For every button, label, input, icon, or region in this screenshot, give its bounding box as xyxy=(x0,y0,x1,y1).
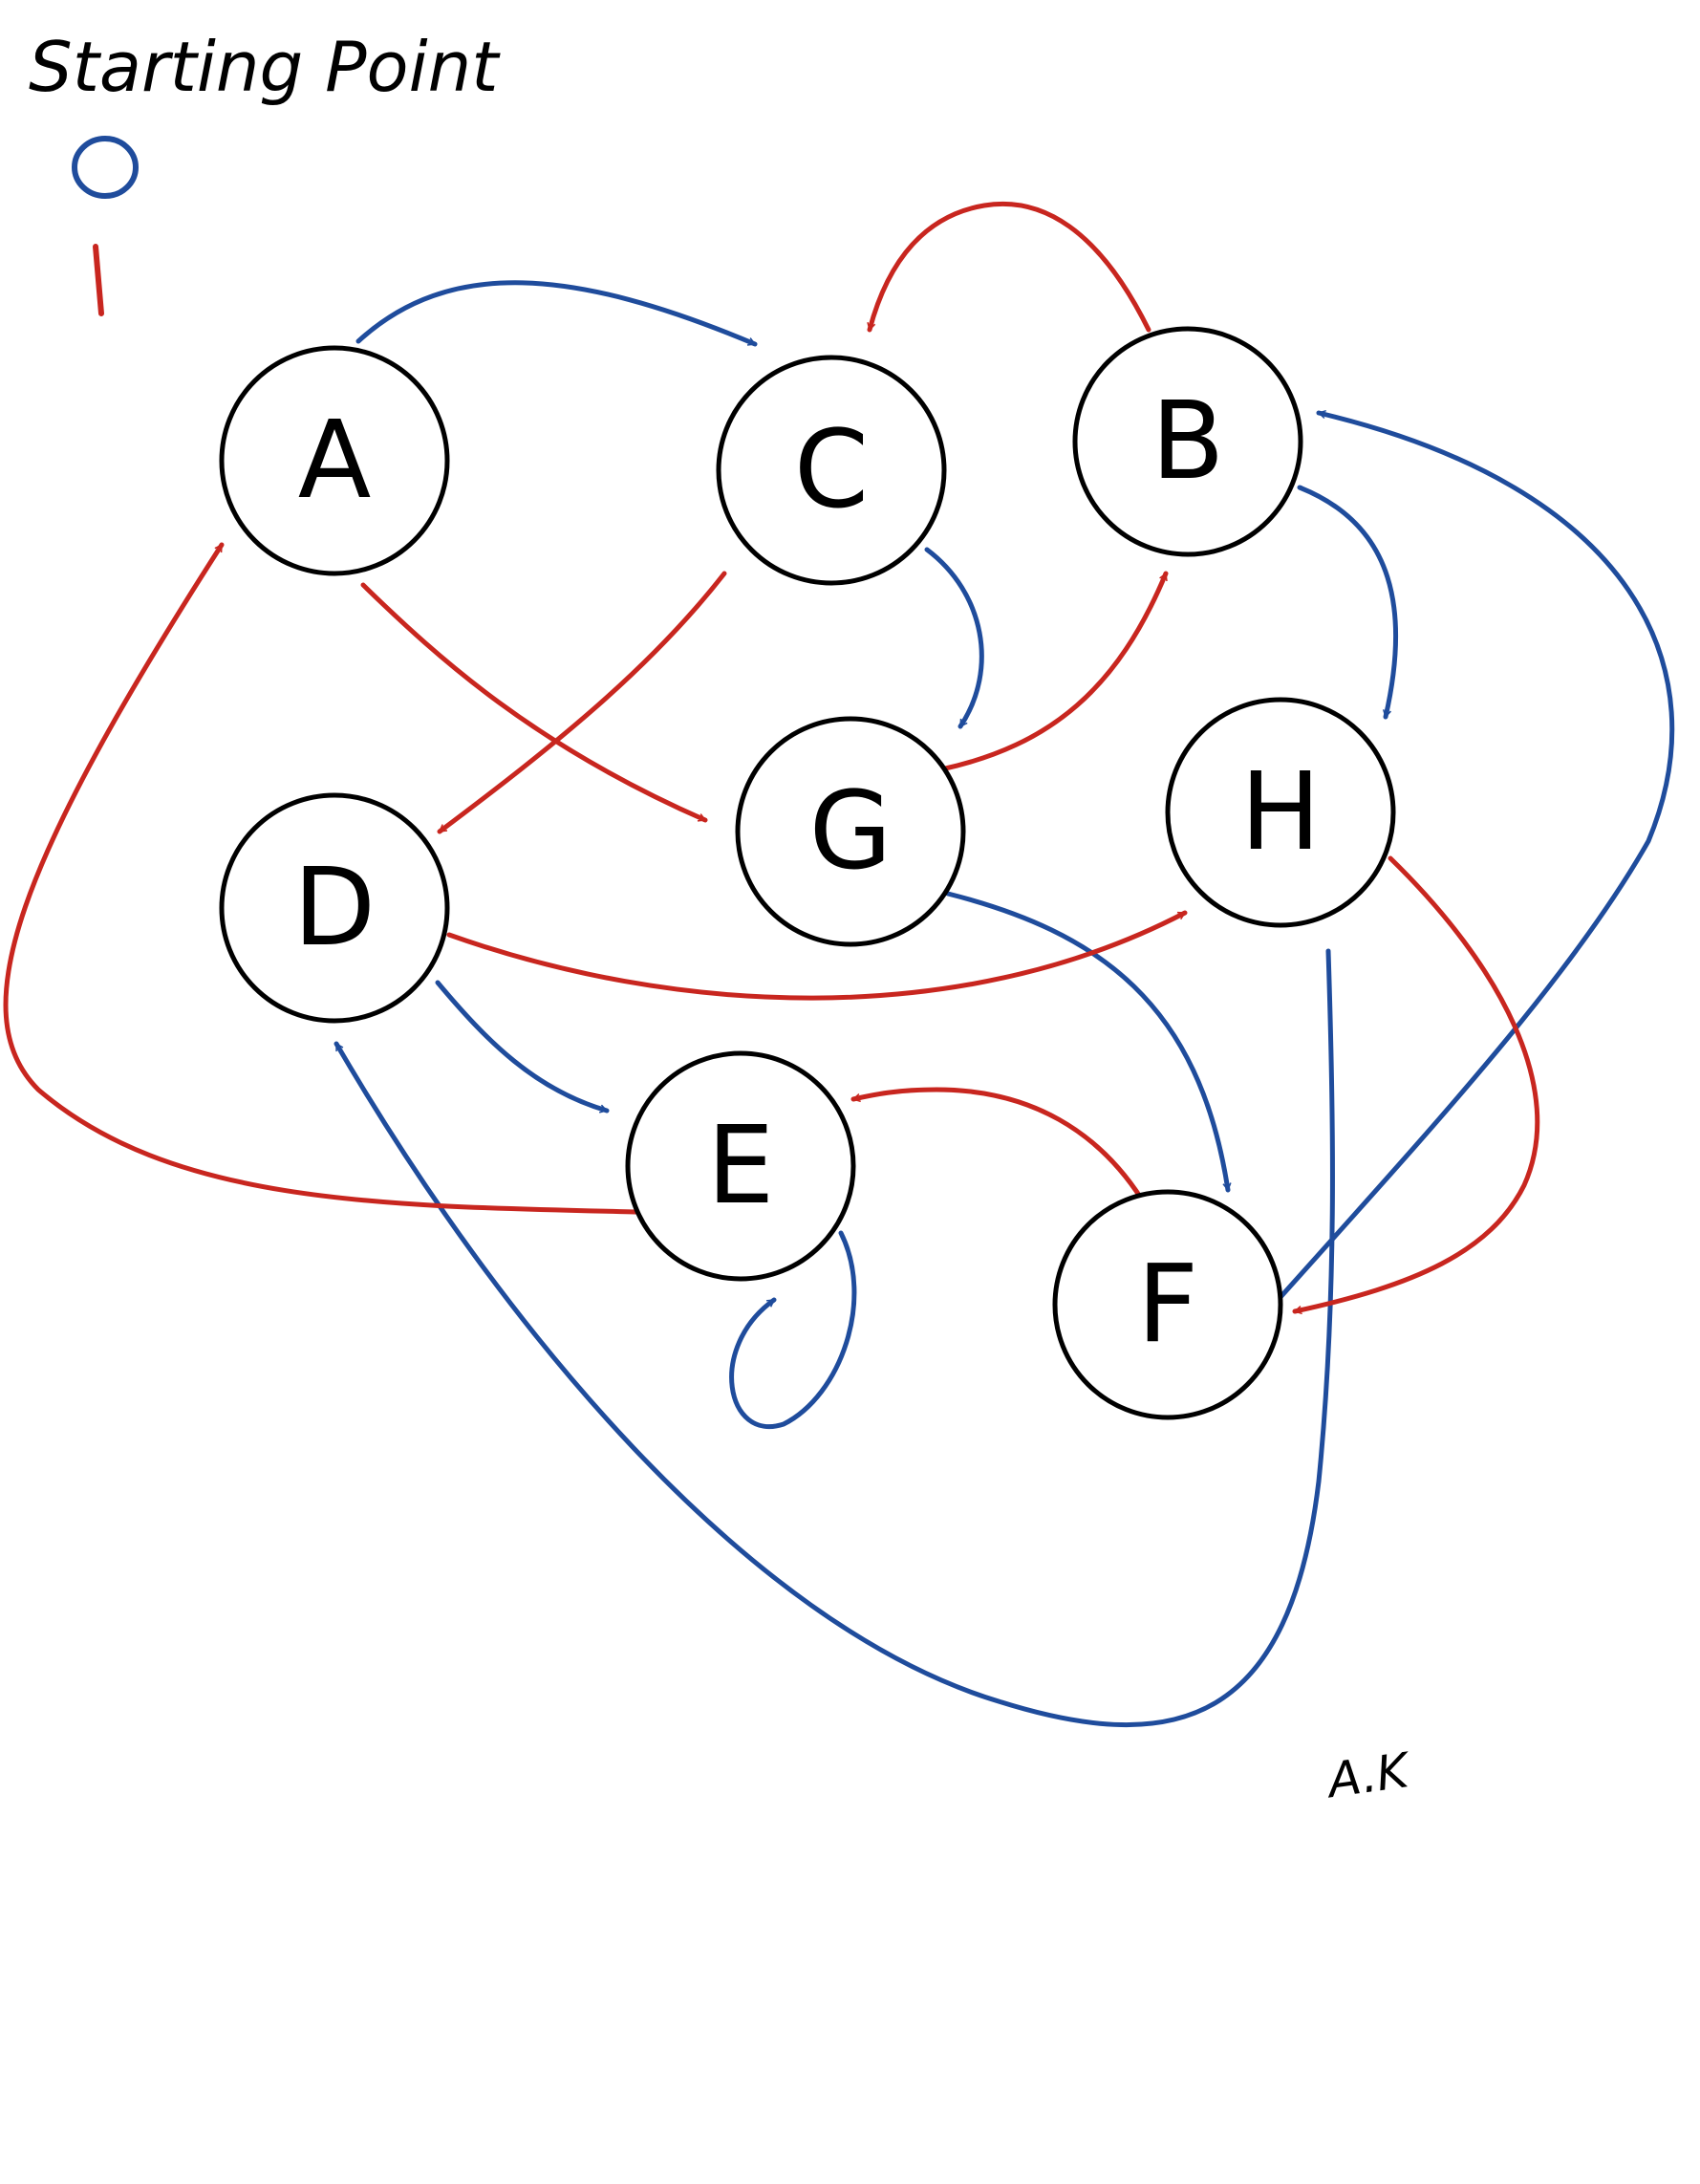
state-circle-e xyxy=(625,1050,856,1282)
edge-b-to-h-0 xyxy=(1297,485,1399,720)
edge-f-to-b-0 xyxy=(1254,410,1675,1327)
signature: A.K xyxy=(1322,1742,1415,1809)
state-node-d: D xyxy=(219,792,450,1024)
diagram-heading: Starting Point xyxy=(29,27,501,107)
state-circle-g xyxy=(735,716,966,947)
edge-b-to-c-1 xyxy=(867,201,1151,333)
state-node-g: G xyxy=(735,716,966,947)
state-label-b: B xyxy=(1151,379,1225,504)
state-circle-h xyxy=(1165,697,1396,928)
state-circle-f xyxy=(1052,1189,1283,1420)
state-circle-a xyxy=(219,345,450,576)
edge-c-to-g-0 xyxy=(924,547,984,729)
state-label-a: A xyxy=(298,399,372,523)
legend-symbol-1 xyxy=(93,244,104,316)
edge-c-to-d-1 xyxy=(437,571,727,834)
state-label-f: F xyxy=(1137,1243,1198,1367)
edge-e-to-a-1 xyxy=(3,542,641,1215)
state-circle-c xyxy=(716,355,947,586)
edge-d-to-e-0 xyxy=(435,980,610,1114)
state-node-f: F xyxy=(1052,1189,1283,1420)
legend-symbol-0 xyxy=(72,136,139,199)
edge-g-to-b-1 xyxy=(938,571,1169,772)
state-node-b: B xyxy=(1072,326,1303,557)
edge-a-to-c-0 xyxy=(355,280,758,347)
state-label-g: G xyxy=(809,769,893,894)
state-node-c: C xyxy=(716,355,947,586)
edge-d-to-h-1 xyxy=(446,910,1188,1001)
edge-h-to-f-1 xyxy=(1292,855,1540,1315)
state-node-e: E xyxy=(625,1050,856,1282)
edge-f-to-e-1 xyxy=(850,1087,1145,1202)
edge-h-to-d-0 xyxy=(334,948,1335,1728)
state-circle-d xyxy=(219,792,450,1024)
state-label-c: C xyxy=(794,408,869,532)
state-node-a: A xyxy=(219,345,450,576)
state-label-e: E xyxy=(707,1104,775,1228)
edge-a-to-g-1 xyxy=(360,582,708,823)
state-circle-b xyxy=(1072,326,1303,557)
edge-e-self-0 xyxy=(729,1230,857,1429)
state-node-h: H xyxy=(1165,697,1396,928)
edge-g-to-f-0 xyxy=(945,891,1232,1193)
state-label-h: H xyxy=(1240,750,1321,875)
state-nodes: A C B G H D E F xyxy=(219,326,1396,1420)
legend xyxy=(72,136,139,316)
state-label-d: D xyxy=(293,846,376,970)
transition-edges xyxy=(3,201,1675,1728)
